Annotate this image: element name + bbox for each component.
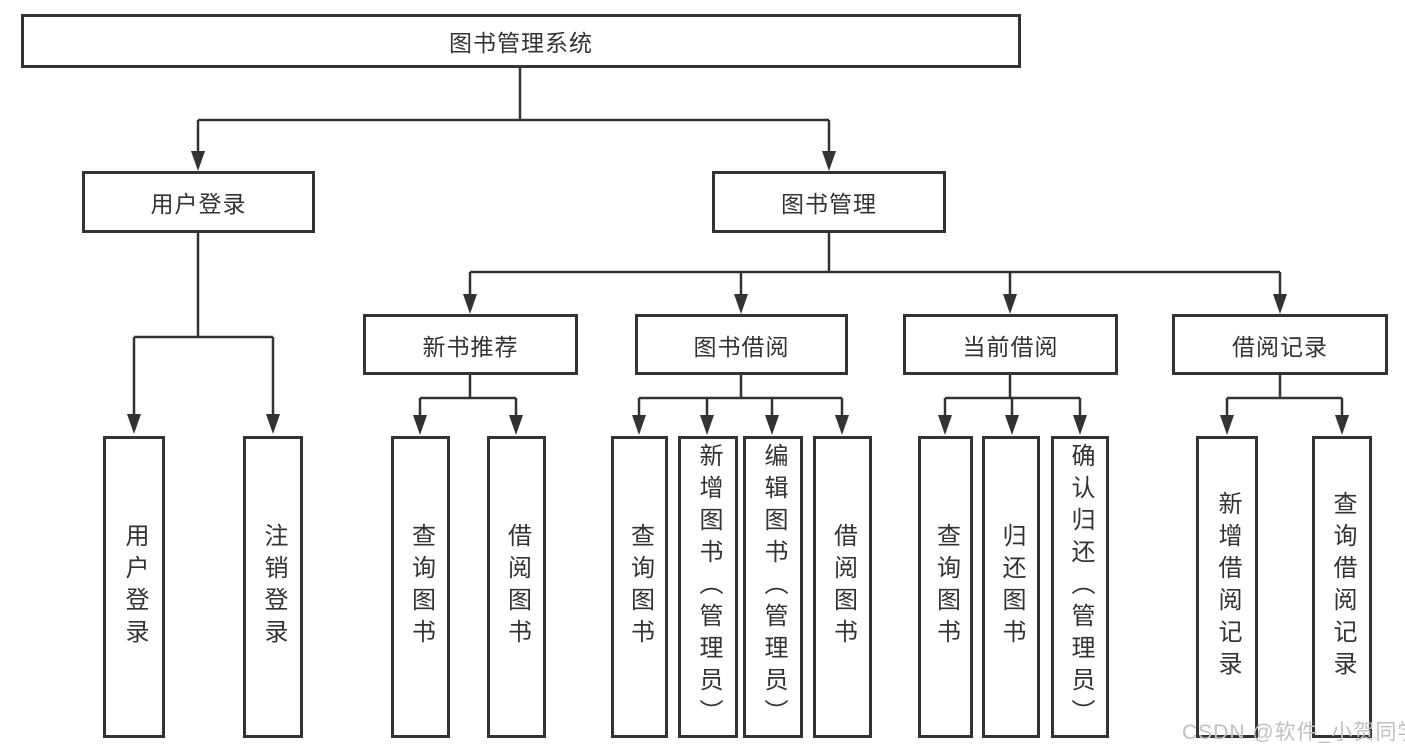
node-label: 图书借阅 xyxy=(693,333,790,360)
node-label: 用户登录 xyxy=(150,191,247,217)
node-label: 借阅记录 xyxy=(1232,333,1328,360)
node-label: 当前借阅 xyxy=(962,333,1059,360)
node-label: 查询图书 xyxy=(407,523,435,651)
node-label: 确认归还（管理员） xyxy=(1067,443,1094,731)
node-label: 编辑图书（管理员） xyxy=(760,443,787,731)
node-new-book-recommend: 新书推荐 xyxy=(363,314,578,375)
leaf-borrowing-borrow-books: 借阅图书 xyxy=(813,436,872,738)
leaf-records-add-record: 新增借阅记录 xyxy=(1196,436,1258,738)
node-book-borrowing: 图书借阅 xyxy=(635,314,848,375)
arrowheads xyxy=(127,151,1349,435)
node-label: 图书管理 xyxy=(781,191,877,217)
leaf-recommend-borrow-books: 借阅图书 xyxy=(487,436,546,738)
node-user-login: 用户登录 xyxy=(82,171,315,233)
node-book-management-system: 图书管理系统 xyxy=(21,14,1021,68)
leaf-current-confirm-return-admin: 确认归还（管理员） xyxy=(1051,436,1109,738)
leaf-borrowing-edit-books-admin: 编辑图书（管理员） xyxy=(743,436,803,738)
node-label: 查询借阅记录 xyxy=(1329,491,1356,683)
node-label: 新增图书（管理员） xyxy=(695,443,722,731)
node-label: 用户登录 xyxy=(121,523,148,651)
leaf-records-query-record: 查询借阅记录 xyxy=(1312,436,1372,738)
node-current-borrowing: 当前借阅 xyxy=(903,314,1118,375)
leaf-user-login: 用户登录 xyxy=(103,436,165,738)
leaf-recommend-query-books: 查询图书 xyxy=(391,436,450,738)
leaf-current-return-books: 归还图书 xyxy=(982,436,1040,738)
leaf-current-query-books: 查询图书 xyxy=(918,436,973,738)
node-label: 查询图书 xyxy=(626,523,654,651)
node-label: 归还图书 xyxy=(998,523,1025,651)
node-label: 新增借阅记录 xyxy=(1214,491,1241,683)
node-label: 借阅图书 xyxy=(503,523,531,651)
node-borrowing-records: 借阅记录 xyxy=(1172,314,1388,375)
node-label: 查询图书 xyxy=(932,523,960,651)
leaf-borrowing-add-books-admin: 新增图书（管理员） xyxy=(678,436,738,738)
node-label: 借阅图书 xyxy=(829,523,857,651)
leaf-logout-login: 注销登录 xyxy=(243,436,303,738)
leaf-borrowing-query-books: 查询图书 xyxy=(611,436,668,738)
node-label: 注销登录 xyxy=(260,523,287,651)
node-label: 图书管理系统 xyxy=(449,30,593,56)
node-book-management: 图书管理 xyxy=(712,171,946,233)
node-label: 新书推荐 xyxy=(422,333,519,360)
csdn-watermark: CSDN @软件_小贺同学 xyxy=(1182,721,1405,744)
